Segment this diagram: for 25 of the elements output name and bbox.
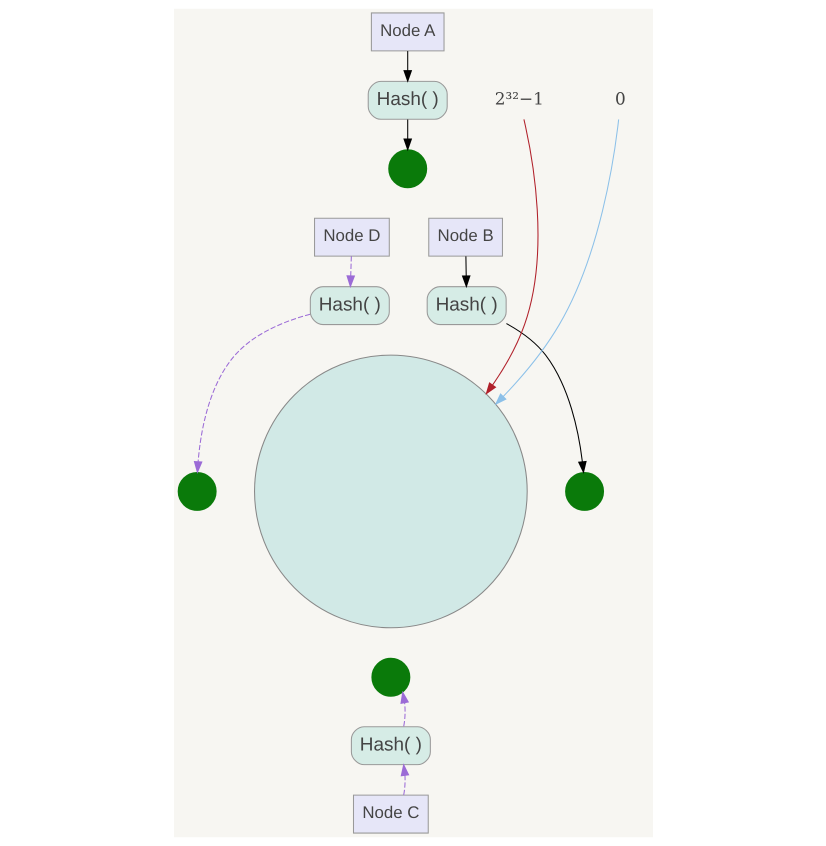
node-circle <box>388 149 427 188</box>
node-box: Node A <box>370 12 444 52</box>
node-text: 0 <box>614 88 626 108</box>
arrow <box>346 256 355 288</box>
node-box: Hash( ) <box>350 726 430 766</box>
node-box: Hash( ) <box>426 286 506 326</box>
arrow <box>400 763 409 796</box>
node-circle <box>564 472 604 511</box>
node-box: Node C <box>352 794 428 834</box>
arrow <box>461 256 470 288</box>
node-text: 2³²−1 <box>494 88 544 108</box>
arrow <box>494 119 619 406</box>
arrow <box>400 690 409 726</box>
arrow <box>484 119 538 395</box>
node-circle <box>254 354 528 628</box>
node-box: Node B <box>428 218 502 257</box>
arrow <box>506 323 586 474</box>
node-box: Node D <box>314 218 390 257</box>
arrow <box>402 51 412 83</box>
node-box: Hash( ) <box>367 80 448 120</box>
node-circle <box>370 658 410 697</box>
arrow <box>193 314 310 474</box>
node-box: Hash( ) <box>309 286 390 326</box>
node-circle <box>177 472 216 511</box>
arrow <box>402 120 412 152</box>
